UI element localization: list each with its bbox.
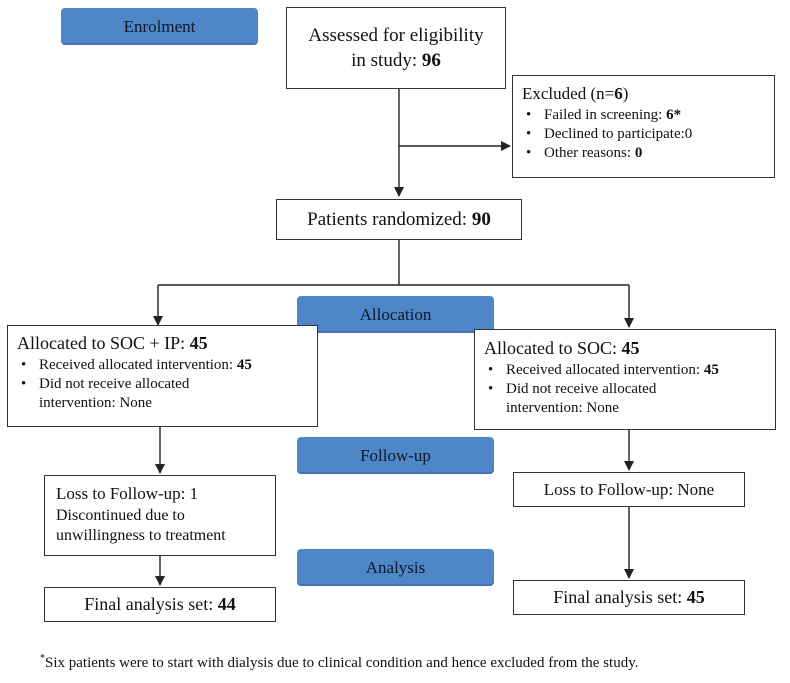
footnote: *Six patients were to start with dialysi…: [40, 649, 638, 673]
randomized-box: Patients randomized: 90: [276, 199, 522, 240]
right-loss-title: Loss to Follow-up: None: [543, 480, 715, 499]
left-final-analysis-label: Final analysis set: 44: [84, 594, 236, 614]
right-received-intervention: Received allocated intervention: 45: [484, 361, 767, 380]
left-loss-reason-1: Discontinued due to: [56, 507, 185, 524]
footnote-marker: *: [40, 653, 45, 664]
stage-allocation: Allocation: [297, 296, 494, 333]
left-received-intervention: Received allocated intervention: 45: [17, 356, 309, 375]
left-loss-title: Loss to Follow-up: 1: [56, 484, 199, 503]
allocated-soc-ip-title: Allocated to SOC + IP: 45: [17, 333, 208, 353]
excluded-title: Excluded (n=6): [522, 84, 629, 103]
stage-enrolment: Enrolment: [61, 8, 258, 45]
allocated-soc-ip-box: Allocated to SOC + IP: 45 Received alloc…: [7, 325, 318, 427]
assessed-count: 96: [421, 50, 441, 71]
footnote-text: Six patients were to start with dialysis…: [45, 655, 639, 671]
right-final-analysis-box: Final analysis set: 45: [513, 580, 745, 615]
excluded-box: Excluded (n=6) Failed in screening: 6* D…: [512, 75, 775, 178]
excluded-reason-other: Other reasons: 0: [522, 144, 766, 163]
stage-follow-up: Follow-up: [297, 437, 494, 474]
left-final-analysis-box: Final analysis set: 44: [44, 587, 276, 622]
excluded-reasons-list: Failed in screening: 6* Declined to part…: [522, 106, 766, 163]
assessed-line-2: in study: 96: [351, 50, 441, 71]
allocated-soc-title: Allocated to SOC: 45: [484, 338, 640, 358]
allocated-soc-ip-details: Received allocated intervention: 45 Did …: [17, 356, 309, 413]
allocated-soc-box: Allocated to SOC: 45 Received allocated …: [474, 329, 776, 430]
right-loss-followup-box: Loss to Follow-up: None: [513, 472, 745, 507]
excluded-reason-declined: Declined to participate:0: [522, 125, 766, 144]
allocated-soc-details: Received allocated intervention: 45 Did …: [484, 361, 767, 418]
stage-analysis: Analysis: [297, 549, 494, 586]
right-final-analysis-label: Final analysis set: 45: [553, 587, 705, 607]
randomized-count: 90: [471, 209, 491, 230]
excluded-reason-screening: Failed in screening: 6*: [522, 106, 766, 125]
left-loss-followup-box: Loss to Follow-up: 1 Discontinued due to…: [44, 475, 276, 556]
assessed-eligibility-box: Assessed for eligibility in study: 96: [286, 7, 506, 89]
assessed-line-1: Assessed for eligibility: [308, 25, 484, 46]
randomized-label: Patients randomized: 90: [307, 209, 491, 230]
left-loss-reason-2: unwillingness to treatment: [56, 527, 226, 544]
